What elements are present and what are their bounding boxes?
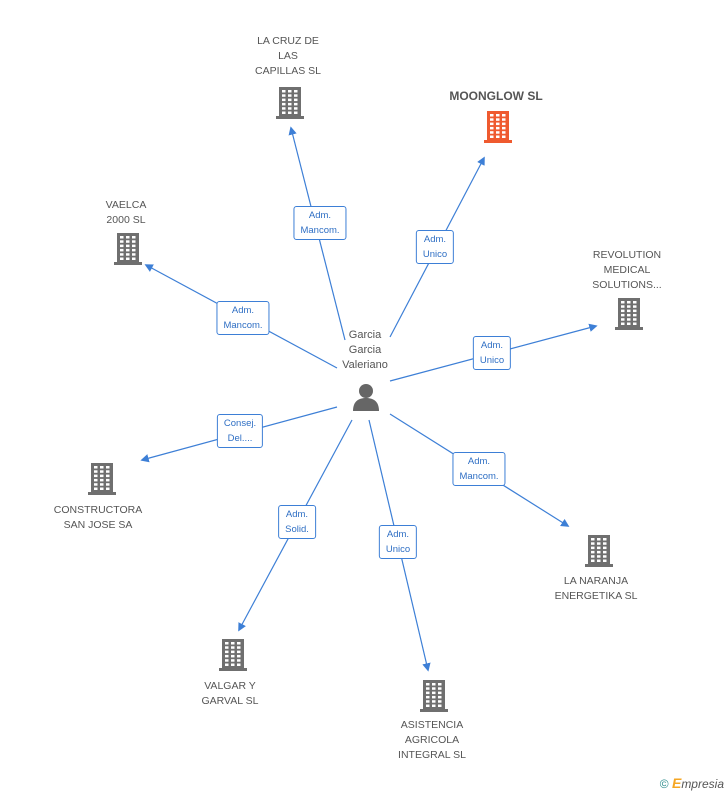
person-name: Garcia Garcia Valeriano [342, 329, 388, 371]
copyright-icon: © [659, 777, 669, 791]
building-icon[interactable] [584, 534, 614, 573]
building-icon[interactable] [275, 86, 305, 125]
role-label-vaelca: Adm.Mancom. [216, 301, 270, 335]
company-name-moonglow[interactable]: MOONGLOW SL [449, 89, 543, 103]
building-icon[interactable] [614, 297, 644, 336]
role-label-moonglow: Adm.Unico [415, 230, 455, 264]
building-icon[interactable] [419, 679, 449, 718]
building-icon[interactable] [483, 110, 513, 149]
brand-name: mpresia [681, 777, 724, 791]
building-icon[interactable] [113, 232, 143, 271]
building-icon[interactable] [87, 462, 117, 501]
role-label-revolution: Adm.Unico [472, 336, 512, 370]
brand-logo-letter: E [671, 775, 682, 791]
role-label-asistencia: Adm.Unico [378, 525, 418, 559]
role-label-la-naranja: Adm.Mancom. [452, 452, 506, 486]
person-icon [353, 384, 379, 411]
building-icon[interactable] [218, 638, 248, 677]
footer-brand[interactable]: © Empresia [660, 775, 724, 791]
role-label-la-cruz: Adm.Mancom. [293, 206, 347, 240]
role-label-valgar: Adm.Solid. [278, 505, 316, 539]
role-label-constructora: Consej.Del.... [216, 414, 264, 448]
